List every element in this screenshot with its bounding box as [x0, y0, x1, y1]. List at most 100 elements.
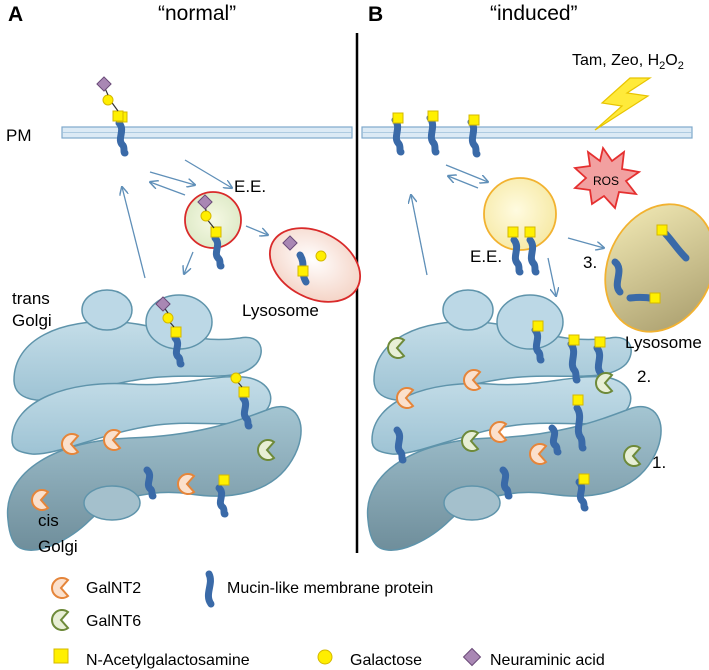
mucin-protein-icon	[499, 466, 513, 500]
galnt6-icon	[51, 609, 70, 631]
galnac-icon	[218, 474, 230, 486]
galnac-icon	[656, 224, 668, 236]
mucin-protein-icon	[526, 236, 540, 276]
mucin-protein-icon	[573, 404, 587, 452]
legend-mucin-label: Mucin-like membrane protein	[227, 580, 433, 597]
step-1-label: 1.	[652, 453, 666, 472]
neuraminic-acid-icon	[282, 235, 298, 251]
galnac-icon	[507, 226, 519, 238]
glycan-glyphs	[31, 76, 690, 667]
mucin-protein-icon	[611, 258, 624, 296]
mucin-protein-icon	[567, 340, 581, 384]
panel-a-letter: A	[8, 3, 23, 26]
legend-galnac-icon	[53, 648, 69, 664]
neuraminic-acid-icon	[197, 194, 213, 210]
galnt6-icon	[623, 445, 642, 467]
step-2-label: 2.	[637, 367, 651, 386]
galnt2-icon	[529, 443, 548, 465]
galnac-icon	[238, 386, 250, 398]
ee-label-normal: E.E.	[234, 177, 266, 196]
galactose-icon	[102, 94, 114, 106]
mucin-protein-icon	[467, 118, 481, 158]
mucin-protein-icon	[171, 334, 185, 368]
legend-galnac-label: N-Acetylgalactosamine	[86, 652, 250, 669]
galnac-icon	[649, 292, 661, 304]
galactose-icon	[315, 250, 327, 262]
mucin-protein-icon	[531, 326, 545, 364]
galnac-icon	[532, 320, 544, 332]
galactose-icon	[200, 210, 212, 222]
legend-galnt6-label: GalNT6	[86, 613, 141, 630]
mucin-protein-icon	[115, 119, 129, 157]
neuraminic-acid-icon	[155, 296, 171, 312]
mucin-protein-icon	[391, 116, 405, 156]
lysosome-induced	[604, 203, 709, 333]
trans-golgi-label: Golgi	[12, 311, 52, 330]
galnac-icon	[578, 473, 590, 485]
galnac-icon	[210, 226, 222, 238]
neuraminic-acid-icon	[96, 76, 112, 92]
galactose-icon	[162, 312, 174, 324]
mucin-protein-icon	[548, 424, 562, 456]
legend-neuraminic-label: Neuraminic acid	[490, 652, 605, 669]
galnac-icon	[568, 334, 580, 346]
legend-galactose-label: Galactose	[350, 652, 422, 669]
legend: GalNT2 GalNT6 Mucin-like membrane protei…	[86, 580, 605, 669]
galnac-icon	[427, 110, 439, 122]
galnac-icon	[524, 226, 536, 238]
galnac-icon	[297, 265, 309, 277]
cis-golgi-label: Golgi	[38, 537, 78, 556]
legend-neuraminic-icon	[462, 647, 482, 667]
galnt2-icon	[489, 421, 508, 443]
mucin-protein-icon	[426, 114, 440, 156]
galnac-icon	[392, 112, 404, 124]
galnt2-icon	[31, 489, 50, 511]
stressors-label: Tam, Zeo, H2O2	[572, 52, 684, 72]
galnt2-icon	[463, 369, 482, 391]
galnac-icon	[468, 114, 480, 126]
mucin-protein-icon	[510, 236, 524, 276]
trans-label: trans	[12, 289, 50, 308]
galnt6-icon	[595, 372, 614, 394]
mucin-protein-icon	[575, 478, 589, 512]
galnt6-icon	[461, 430, 480, 452]
step-3-label: 3.	[583, 253, 597, 272]
ros-label: ROS	[593, 174, 619, 188]
lysosome-label-normal: Lysosome	[242, 301, 319, 320]
galnac-icon	[572, 394, 584, 406]
mucin-protein-icon	[393, 426, 407, 464]
trafficking-arrows	[122, 159, 604, 296]
galnt2-icon	[61, 433, 80, 455]
panel-a-condition: “normal”	[158, 2, 236, 25]
galnt6-icon	[257, 439, 276, 461]
galactose-icon	[230, 372, 242, 384]
mucin-protein-icon	[215, 484, 229, 518]
legend-mucin-icon	[204, 570, 215, 608]
legend-galnt2-label: GalNT2	[86, 580, 141, 597]
early-endosome-normal	[184, 191, 242, 249]
galnt2-icon	[177, 473, 196, 495]
ros-burst-icon	[572, 145, 642, 210]
galnt6-icon	[387, 337, 406, 359]
mucin-protein-icon	[239, 394, 253, 430]
cis-label: cis	[38, 511, 59, 530]
galnac-icon	[594, 336, 606, 348]
pm-label: PM	[6, 126, 32, 145]
galnt2-icon	[51, 577, 70, 599]
lightning-icon	[594, 77, 653, 131]
plasma-membrane	[61, 126, 693, 139]
mucin-protein-icon	[143, 466, 157, 500]
galnac-icon	[112, 110, 124, 122]
galnt2-icon	[396, 387, 415, 409]
early-endosome-induced	[483, 177, 557, 251]
ee-label-induced: E.E.	[470, 247, 502, 266]
legend-galactose-icon	[317, 649, 333, 665]
golgi-stack-induced	[366, 289, 662, 551]
panel-b-condition: “induced”	[490, 2, 578, 25]
mucin-protein-icon	[211, 234, 225, 270]
galnac-icon	[170, 326, 182, 338]
galnt2-icon	[103, 429, 122, 451]
lysosome-label-induced: Lysosome	[625, 333, 702, 352]
panel-b-letter: B	[368, 3, 383, 26]
